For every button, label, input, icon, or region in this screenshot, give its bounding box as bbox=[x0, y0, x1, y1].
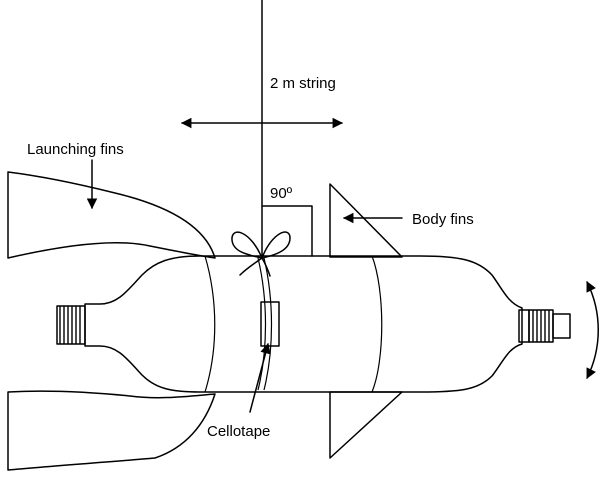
body-fins-label: Body fins bbox=[412, 211, 474, 228]
rotation-arrow bbox=[586, 281, 599, 379]
cellotape-label: Cellotape bbox=[207, 423, 270, 440]
tie-band-line-1 bbox=[257, 257, 267, 391]
knot-left-loop bbox=[231, 231, 263, 259]
knot-tail-right bbox=[261, 257, 271, 277]
angle-label: 90º bbox=[270, 185, 293, 202]
bottle-band-right bbox=[371, 255, 383, 393]
right-angle-marker bbox=[261, 205, 313, 257]
string bbox=[231, 0, 291, 277]
tie-band-line-2 bbox=[263, 257, 273, 391]
upper-body-fin bbox=[329, 183, 403, 258]
left-neck-cap bbox=[56, 305, 86, 345]
launching-fins bbox=[7, 171, 216, 471]
bottle-band-left bbox=[204, 255, 216, 393]
bottle-outline bbox=[84, 255, 523, 393]
right-bottle-neck bbox=[518, 309, 571, 343]
upper-launching-fin bbox=[7, 171, 216, 259]
cellotape-strip bbox=[260, 301, 280, 347]
launching-fins-label: Launching fins bbox=[27, 141, 124, 158]
bottle-body bbox=[84, 255, 523, 393]
lower-body-fin bbox=[329, 391, 403, 459]
string-label: 2 m string bbox=[270, 75, 336, 92]
nozzle bbox=[552, 313, 571, 339]
right-neck-collar bbox=[518, 309, 530, 343]
knot-right-loop bbox=[261, 231, 291, 259]
cellotape-pointer bbox=[249, 342, 271, 413]
knot-tail-left bbox=[239, 257, 263, 276]
left-bottle-neck bbox=[56, 305, 86, 345]
lower-launching-fin bbox=[7, 390, 216, 471]
body-fins bbox=[329, 183, 403, 459]
